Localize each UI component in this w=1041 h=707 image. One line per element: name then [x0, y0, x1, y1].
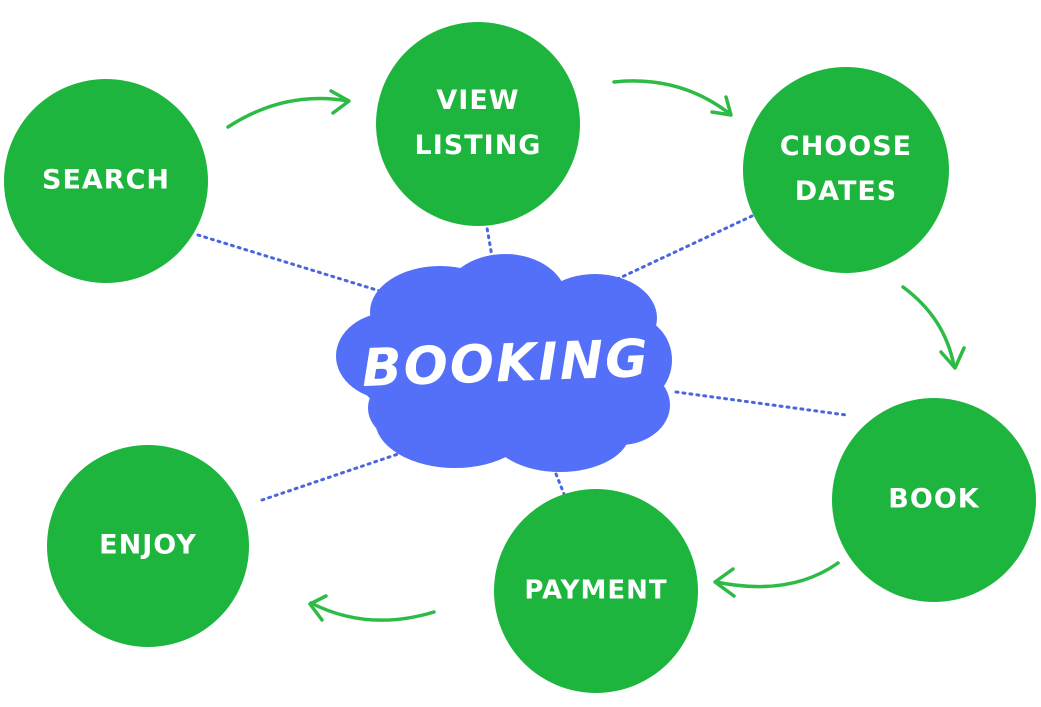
step-label-book: BOOK: [888, 484, 979, 515]
connector-enjoy: [260, 450, 406, 502]
step-label-view-listing: VIEW: [436, 85, 519, 116]
step-circle-view-listing: [376, 22, 580, 226]
step-circle-choose-dates: [743, 67, 949, 273]
connector-search: [196, 233, 398, 298]
step-circle-search: [4, 79, 208, 283]
step-node-choose-dates: CHOOSE DATES: [743, 67, 949, 273]
flow-arrows: [226, 79, 966, 622]
step-label-enjoy: ENJOY: [99, 530, 197, 561]
connector-book: [674, 390, 848, 417]
step-node-enjoy: ENJOY: [47, 445, 249, 647]
step-label-view-listing: LISTING: [415, 130, 542, 161]
arrow-book-to-payment: [713, 561, 840, 598]
connector-choose-dates: [592, 214, 754, 292]
step-node-search: SEARCH: [4, 79, 208, 283]
step-circle-payment: [494, 489, 698, 693]
center-label: BOOKING: [361, 329, 651, 399]
arrow-search-to-view-listing: [226, 89, 351, 129]
step-label-payment: PAYMENT: [524, 576, 667, 606]
arrow-choose-dates-to-book: [901, 285, 966, 370]
step-circle-enjoy: [47, 445, 249, 647]
connector-payment: [554, 472, 566, 496]
connector-view-listing: [484, 220, 496, 270]
step-circle-book: [832, 398, 1036, 602]
step-nodes: SEARCH VIEW LISTING CHOOSE DATES BOOK PAYMENT E…: [4, 22, 1036, 693]
step-label-search: SEARCH: [42, 165, 170, 196]
step-node-payment: PAYMENT: [494, 489, 698, 693]
arrow-payment-to-enjoy: [308, 594, 436, 622]
step-label-choose-dates: CHOOSE: [780, 131, 912, 162]
step-node-view-listing: VIEW LISTING: [376, 22, 580, 226]
center-cloud: BOOKING: [336, 254, 672, 472]
step-label-choose-dates: DATES: [795, 176, 898, 207]
arrow-view-listing-to-choose-dates: [612, 79, 733, 117]
step-node-book: BOOK: [832, 398, 1036, 602]
connectors: [196, 214, 848, 502]
